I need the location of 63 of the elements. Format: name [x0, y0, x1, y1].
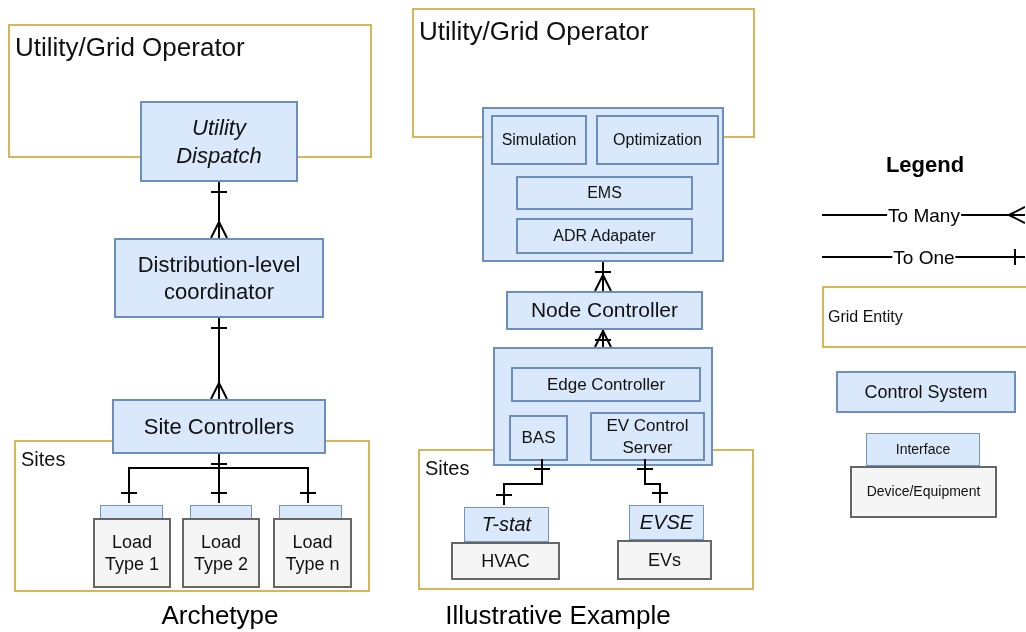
- device-box: [182, 518, 260, 588]
- grid-entity-box: [822, 286, 1026, 348]
- node-label: Load Type 1: [103, 530, 160, 576]
- control-system-box: [112, 399, 326, 454]
- control-system-box: [114, 238, 324, 318]
- node-label: Distribution-level coordinator: [136, 250, 302, 306]
- device-box: [93, 518, 171, 588]
- grid-entity-box: [14, 440, 370, 592]
- connector: [594, 329, 612, 348]
- control-system-box: [491, 115, 587, 165]
- node-label: Utility/Grid Operator: [15, 31, 245, 64]
- interface-box: [866, 433, 980, 466]
- node-label: Edge Controller: [546, 373, 666, 396]
- panel-caption: Illustrative Example: [444, 599, 672, 632]
- interface-bar: [279, 505, 342, 519]
- node-label: Sites: [425, 456, 470, 481]
- interface-bar: [100, 505, 163, 519]
- node-label: Simulation: [501, 130, 577, 150]
- control-system-box: [511, 367, 701, 402]
- node-label: Site Controllers: [143, 412, 295, 441]
- node-label: Load Type n: [284, 530, 341, 576]
- control-system-box: [836, 371, 1016, 413]
- control-system-box: [506, 291, 703, 330]
- interface-box: [464, 507, 549, 542]
- node-label: Utility Dispatch: [175, 114, 263, 169]
- node-label: HVAC: [481, 549, 530, 573]
- node-label: ADR Adapater: [553, 226, 656, 246]
- connector: [495, 458, 551, 506]
- device-box: [273, 518, 352, 588]
- connector: [210, 181, 228, 239]
- control-system-box: [493, 347, 713, 466]
- legend-title: Legend: [884, 151, 966, 179]
- node-label: EVs: [648, 548, 681, 572]
- node-label: Utility/Grid Operator: [419, 15, 649, 48]
- connector: [210, 317, 228, 400]
- control-system-box: [482, 107, 724, 262]
- panel-caption: Archetype: [160, 599, 280, 632]
- connector: [636, 458, 669, 504]
- interface-bar: [190, 505, 252, 519]
- node-label: T-stat: [481, 512, 532, 537]
- device-box: [451, 542, 560, 580]
- node-label: Interface: [895, 440, 951, 459]
- node-label: Load Type 2: [192, 530, 249, 576]
- node-label: EV Control Server: [605, 415, 690, 458]
- node-label: EVSE: [639, 510, 694, 535]
- node-label: Grid Entity: [828, 307, 903, 327]
- node-label: BAS: [521, 427, 556, 449]
- device-box: [617, 540, 712, 580]
- control-system-box: [516, 218, 693, 254]
- node-label: Sites: [21, 447, 66, 472]
- control-system-box: [509, 415, 568, 461]
- control-system-box: [590, 412, 705, 461]
- control-system-box: [140, 101, 298, 182]
- control-system-box: [516, 176, 693, 210]
- node-label: Node Controller: [530, 297, 679, 324]
- interface-box: [629, 505, 704, 540]
- node-label: Control System: [864, 380, 988, 404]
- node-label: EMS: [587, 183, 622, 203]
- node-label: Optimization: [613, 130, 702, 150]
- control-system-box: [596, 115, 719, 165]
- node-label: Device/Equipment: [866, 483, 981, 501]
- device-box: [850, 466, 997, 518]
- connector: [594, 261, 612, 292]
